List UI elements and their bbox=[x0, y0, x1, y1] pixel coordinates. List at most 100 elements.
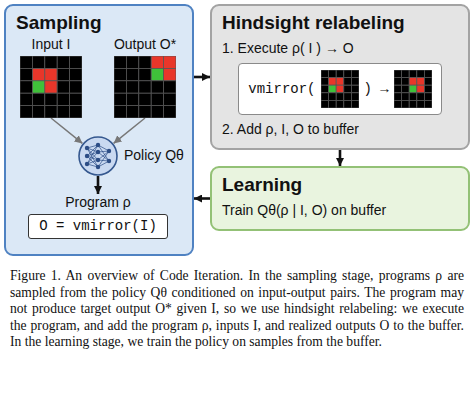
grid-cell bbox=[70, 81, 82, 93]
grid-cell bbox=[45, 56, 57, 68]
grid-cell bbox=[417, 93, 425, 101]
network-link bbox=[87, 152, 98, 164]
grid-cell bbox=[321, 85, 329, 93]
grid-cell bbox=[114, 68, 126, 80]
policy-circle bbox=[79, 137, 117, 175]
grid-cell bbox=[343, 100, 351, 108]
flow-arrow bbox=[51, 118, 82, 143]
grid-cell bbox=[70, 106, 82, 118]
grid-cell bbox=[424, 93, 432, 101]
grid-cell bbox=[328, 100, 336, 108]
node-heading: Program ρ bbox=[65, 194, 131, 211]
grid-figure bbox=[20, 56, 82, 118]
network-unit bbox=[85, 146, 89, 150]
grid-cell bbox=[151, 56, 163, 68]
grid-cell bbox=[164, 56, 176, 68]
grid-cell bbox=[409, 70, 417, 78]
grid-cell bbox=[321, 93, 329, 101]
grid-cell bbox=[343, 93, 351, 101]
grid-cell bbox=[45, 93, 57, 105]
grid-cell bbox=[321, 78, 329, 86]
grid-cell bbox=[57, 93, 69, 105]
grid-cell bbox=[409, 93, 417, 101]
grid-cell bbox=[351, 93, 359, 101]
grid-cell bbox=[424, 85, 432, 93]
grid-cell bbox=[343, 70, 351, 78]
grid-cell bbox=[139, 81, 151, 93]
grid-cell bbox=[164, 68, 176, 80]
network-unit bbox=[85, 162, 89, 166]
grid-cell bbox=[45, 81, 57, 93]
network-unit bbox=[96, 150, 100, 154]
grid-cell bbox=[351, 70, 359, 78]
grid-cell bbox=[394, 100, 402, 108]
grid-cell bbox=[424, 78, 432, 86]
node-heading: Output O* bbox=[114, 36, 176, 53]
network-unit bbox=[85, 154, 89, 158]
grid-cell bbox=[417, 70, 425, 78]
node-heading: Policy Qθ bbox=[124, 147, 184, 164]
grid-cell bbox=[151, 81, 163, 93]
grid-cell bbox=[321, 100, 329, 108]
grid-cell bbox=[20, 93, 32, 105]
grid-cell bbox=[70, 93, 82, 105]
network-unit bbox=[96, 158, 100, 162]
grid-cell bbox=[126, 68, 138, 80]
grid-figure bbox=[394, 70, 432, 108]
grid-cell bbox=[417, 100, 425, 108]
grid-cell bbox=[394, 70, 402, 78]
grid-cell bbox=[114, 93, 126, 105]
grid-cell bbox=[343, 78, 351, 86]
grid-cell bbox=[20, 106, 32, 118]
grid-cell bbox=[139, 68, 151, 80]
grid-cell bbox=[336, 78, 344, 86]
grid-cell bbox=[409, 100, 417, 108]
grid-figure bbox=[114, 56, 176, 118]
grid-cell bbox=[151, 68, 163, 80]
grid-cell bbox=[20, 56, 32, 68]
flow-arrow bbox=[194, 197, 210, 200]
node-heading: vmirror( bbox=[248, 81, 315, 98]
grid-cell bbox=[45, 68, 57, 80]
grid-cell bbox=[409, 78, 417, 86]
flow-arrow bbox=[194, 76, 210, 79]
grid-figure: Input I bbox=[20, 36, 82, 118]
grid-cell bbox=[151, 106, 163, 118]
node-heading: Input I bbox=[32, 36, 71, 53]
grid-cell bbox=[32, 106, 44, 118]
flow-arrow bbox=[114, 118, 145, 143]
grid-cell bbox=[401, 93, 409, 101]
execution-box: vmirror() → bbox=[238, 63, 441, 115]
node-text: O = vmirror(I) bbox=[28, 214, 168, 239]
grid-cell bbox=[424, 70, 432, 78]
grid-cell bbox=[328, 85, 336, 93]
grid-cell bbox=[114, 81, 126, 93]
grid-cell bbox=[139, 56, 151, 68]
grid-cell bbox=[343, 85, 351, 93]
node-text: Train Qθ(ρ | I, O) on buffer bbox=[222, 202, 458, 219]
grid-figure: Output O* bbox=[114, 36, 176, 118]
grid-cell bbox=[57, 106, 69, 118]
grid-cell bbox=[409, 85, 417, 93]
node-heading: Learning bbox=[222, 174, 458, 196]
grid-cell bbox=[336, 85, 344, 93]
grid-cell bbox=[351, 85, 359, 93]
grid-cell bbox=[164, 93, 176, 105]
grid-cell bbox=[32, 68, 44, 80]
grid-cell bbox=[164, 81, 176, 93]
grid-cell bbox=[351, 100, 359, 108]
grid-cell bbox=[328, 70, 336, 78]
grid-cell bbox=[351, 78, 359, 86]
grid-cell bbox=[126, 81, 138, 93]
stage-panel: SamplingInput IOutput O*Policy QθProgram… bbox=[4, 4, 194, 256]
flow-arrow bbox=[339, 150, 342, 166]
grid-cell bbox=[417, 85, 425, 93]
grid-cell bbox=[336, 100, 344, 108]
grid-cell bbox=[328, 78, 336, 86]
grid-cell bbox=[32, 81, 44, 93]
grid-cell bbox=[394, 93, 402, 101]
grid-cell bbox=[57, 81, 69, 93]
network-unit bbox=[96, 143, 100, 147]
grid-cell bbox=[32, 56, 44, 68]
